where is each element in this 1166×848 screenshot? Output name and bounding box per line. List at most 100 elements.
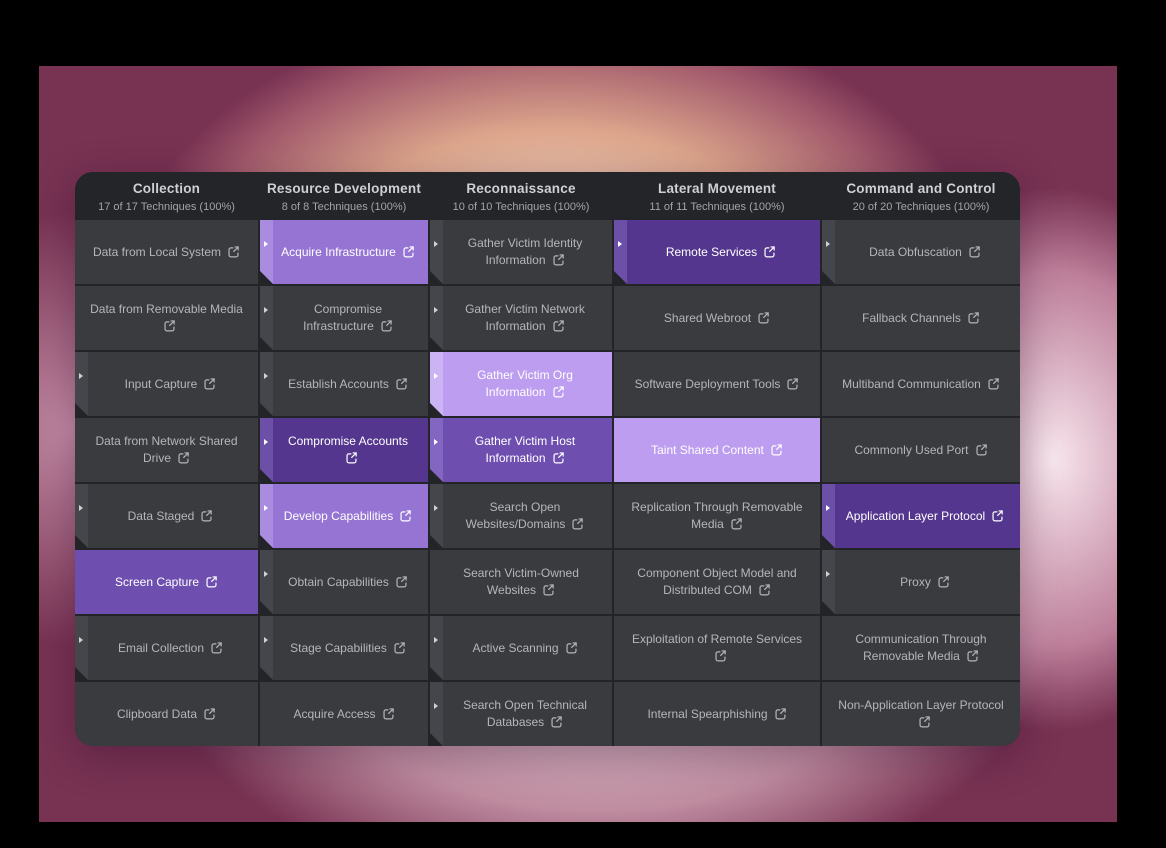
technique-label: Compromise Infrastructure	[303, 302, 382, 333]
technique-cell[interactable]: Search Victim-Owned Websites	[430, 550, 612, 614]
external-link-icon	[542, 583, 555, 596]
technique-cell[interactable]: Communication Through Removable Media	[822, 616, 1020, 680]
external-link-icon	[730, 517, 743, 530]
expand-subtechniques-handle[interactable]	[430, 286, 443, 350]
technique-cell[interactable]: Taint Shared Content	[614, 418, 820, 482]
expand-subtechniques-handle[interactable]	[614, 220, 627, 284]
technique-label: Non-Application Layer Protocol	[838, 698, 1004, 713]
technique-cell[interactable]: Internal Spearphishing	[614, 682, 820, 746]
expand-subtechniques-handle[interactable]	[430, 352, 443, 416]
technique-label: Email Collection	[117, 640, 205, 655]
technique-text: Search Open Websites/Domains	[450, 499, 600, 533]
external-link-icon	[552, 319, 565, 332]
technique-cell[interactable]: Clipboard Data	[75, 682, 258, 746]
technique-text: Communication Through Removable Media	[834, 631, 1008, 665]
technique-cell[interactable]: Data from Local System	[75, 220, 258, 284]
expand-subtechniques-handle[interactable]	[260, 220, 273, 284]
technique-cell[interactable]: Data Obfuscation	[822, 220, 1020, 284]
technique-cell[interactable]: Search Open Websites/Domains	[430, 484, 612, 548]
external-link-icon	[382, 707, 395, 720]
technique-label: Commonly Used Port	[854, 442, 969, 457]
technique-label: Active Scanning	[472, 640, 559, 655]
technique-cell[interactable]: Acquire Infrastructure	[260, 220, 428, 284]
technique-cell[interactable]: Search Open Technical Databases	[430, 682, 612, 746]
tactic-name: Reconnaissance	[466, 181, 576, 196]
expand-subtechniques-handle[interactable]	[260, 550, 273, 614]
technique-text: Compromise Infrastructure	[280, 301, 416, 335]
technique-cell[interactable]: Compromise Infrastructure	[260, 286, 428, 350]
expand-subtechniques-handle[interactable]	[260, 418, 273, 482]
technique-cell[interactable]: Software Deployment Tools	[614, 352, 820, 416]
technique-label: Acquire Infrastructure	[281, 244, 396, 259]
technique-cell[interactable]: Gather Victim Identity Information	[430, 220, 612, 284]
expand-subtechniques-handle[interactable]	[822, 550, 835, 614]
technique-cell[interactable]: Active Scanning	[430, 616, 612, 680]
technique-cell[interactable]: Multiband Communication	[822, 352, 1020, 416]
expand-subtechniques-handle[interactable]	[822, 484, 835, 548]
technique-cell[interactable]: Exploitation of Remote Services	[614, 616, 820, 680]
technique-label: Internal Spearphishing	[647, 706, 768, 721]
expand-caret-icon	[264, 637, 268, 643]
technique-cell[interactable]: Replication Through Removable Media	[614, 484, 820, 548]
technique-cell[interactable]: Stage Capabilities	[260, 616, 428, 680]
external-link-icon	[770, 443, 783, 456]
external-link-icon	[399, 509, 412, 522]
technique-cell[interactable]: Screen Capture	[75, 550, 258, 614]
technique-cell[interactable]: Commonly Used Port	[822, 418, 1020, 482]
technique-label: Communication Through Removable Media	[855, 632, 987, 663]
technique-cell[interactable]: Non-Application Layer Protocol	[822, 682, 1020, 746]
technique-label: Input Capture	[124, 376, 198, 391]
expand-subtechniques-handle[interactable]	[75, 352, 88, 416]
technique-text: Proxy	[900, 574, 950, 591]
technique-cell[interactable]: Establish Accounts	[260, 352, 428, 416]
expand-subtechniques-handle[interactable]	[430, 682, 443, 746]
expand-subtechniques-handle[interactable]	[430, 484, 443, 548]
technique-cell[interactable]: Input Capture	[75, 352, 258, 416]
technique-cell[interactable]: Component Object Model and Distributed C…	[614, 550, 820, 614]
external-link-icon	[227, 245, 240, 258]
technique-label: Gather Victim Network Information	[465, 302, 585, 333]
technique-cell[interactable]: Data from Network Shared Drive	[75, 418, 258, 482]
external-link-icon	[967, 311, 980, 324]
expand-subtechniques-handle[interactable]	[430, 418, 443, 482]
technique-cell[interactable]: Remote Services	[614, 220, 820, 284]
expand-subtechniques-handle[interactable]	[822, 220, 835, 284]
technique-cell[interactable]: Application Layer Protocol	[822, 484, 1020, 548]
external-link-icon	[163, 319, 176, 332]
expand-subtechniques-handle[interactable]	[75, 484, 88, 548]
technique-text: Compromise Accounts	[280, 433, 416, 467]
technique-text: Remote Services	[666, 244, 776, 261]
technique-cell[interactable]: Shared Webroot	[614, 286, 820, 350]
expand-caret-icon	[826, 241, 830, 247]
expand-subtechniques-handle[interactable]	[75, 616, 88, 680]
technique-label: Stage Capabilities	[290, 640, 387, 655]
technique-cell[interactable]: Data Staged	[75, 484, 258, 548]
technique-cell[interactable]: Gather Victim Org Information	[430, 352, 612, 416]
technique-cell[interactable]: Acquire Access	[260, 682, 428, 746]
technique-text: Taint Shared Content	[651, 442, 783, 459]
technique-label: Develop Capabilities	[283, 508, 394, 523]
technique-text: Search Victim-Owned Websites	[442, 565, 600, 599]
expand-subtechniques-handle[interactable]	[430, 616, 443, 680]
technique-label: Gather Victim Host Information	[474, 434, 576, 465]
technique-cell[interactable]: Compromise Accounts	[260, 418, 428, 482]
technique-cell[interactable]: Proxy	[822, 550, 1020, 614]
expand-subtechniques-handle[interactable]	[260, 286, 273, 350]
technique-text: Software Deployment Tools	[635, 376, 800, 393]
technique-cell[interactable]: Develop Capabilities	[260, 484, 428, 548]
technique-cell[interactable]: Data from Removable Media	[75, 286, 258, 350]
technique-cell[interactable]: Fallback Channels	[822, 286, 1020, 350]
expand-subtechniques-handle[interactable]	[430, 220, 443, 284]
technique-cell[interactable]: Gather Victim Host Information	[430, 418, 612, 482]
expand-subtechniques-handle[interactable]	[260, 484, 273, 548]
external-link-icon	[395, 377, 408, 390]
technique-text: Gather Victim Network Information	[450, 301, 600, 335]
technique-cell[interactable]: Gather Victim Network Information	[430, 286, 612, 350]
expand-subtechniques-handle[interactable]	[260, 616, 273, 680]
expand-subtechniques-handle[interactable]	[260, 352, 273, 416]
technique-cell[interactable]: Email Collection	[75, 616, 258, 680]
technique-cell[interactable]: Obtain Capabilities	[260, 550, 428, 614]
